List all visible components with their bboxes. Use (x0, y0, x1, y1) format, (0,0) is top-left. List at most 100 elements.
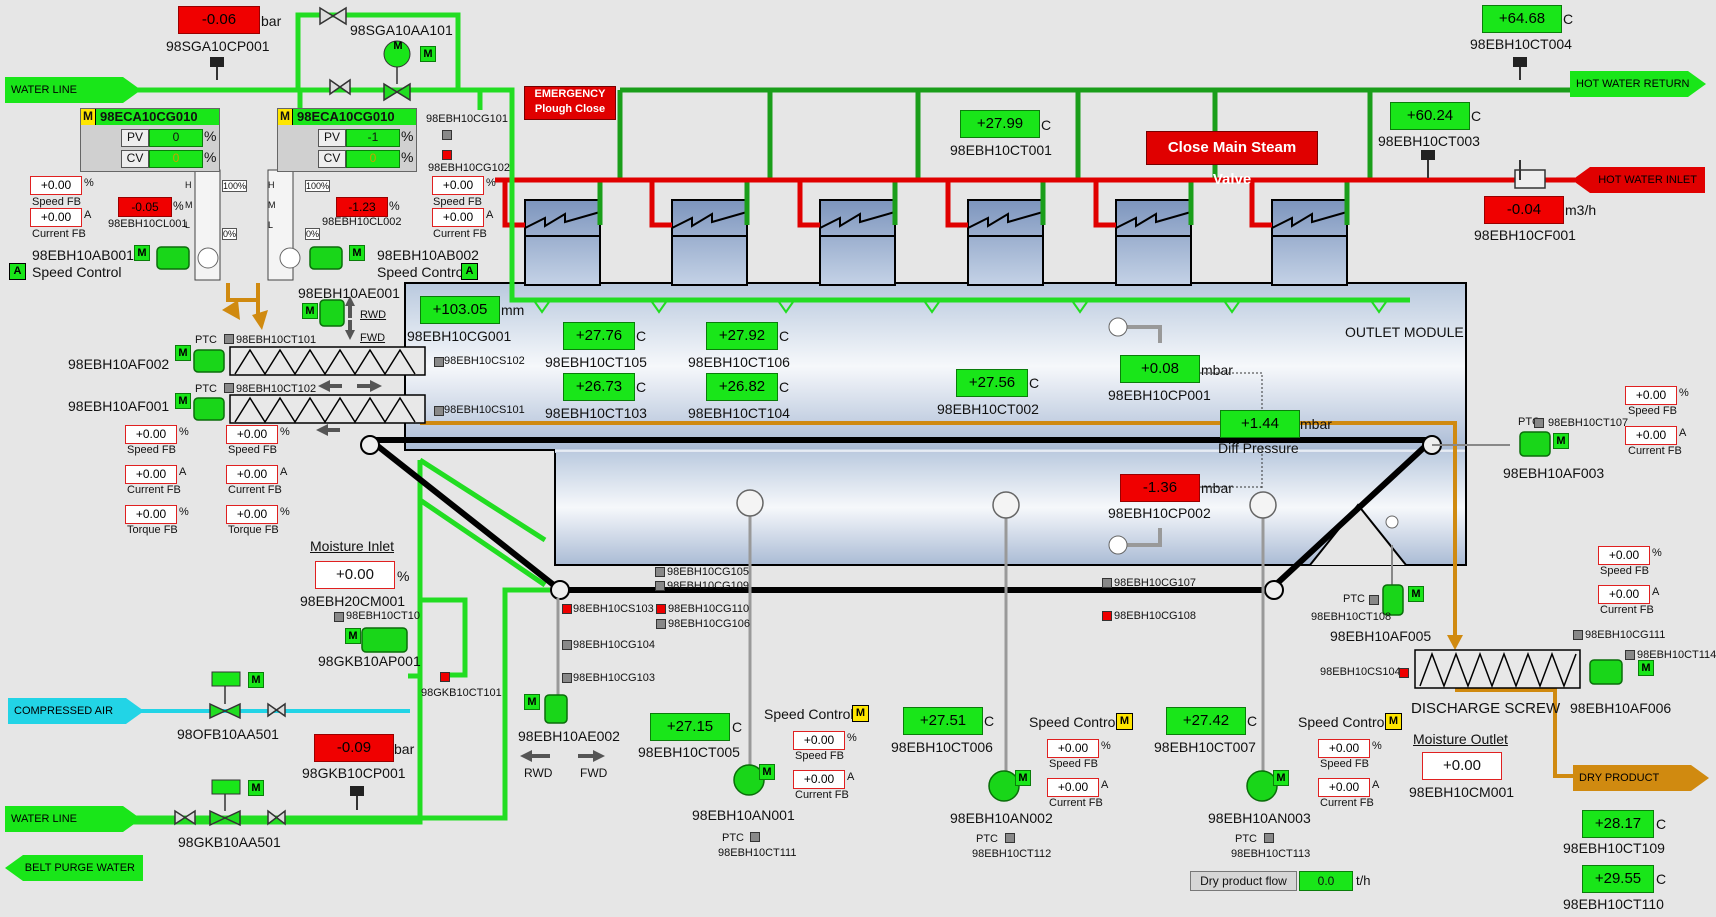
an003-speed-fb-value[interactable]: +0.00 (1318, 739, 1370, 758)
cg010-right-mode[interactable]: M (278, 109, 293, 125)
af003-current-fb-value[interactable]: +0.00 (1625, 426, 1677, 445)
ct001-value[interactable]: +27.99 (960, 110, 1040, 138)
close-main-steam-valve-button[interactable]: Close Main Steam Valve (1146, 131, 1318, 188)
an002-speed-fb-value[interactable]: +0.00 (1047, 739, 1099, 758)
moisture-inlet-value[interactable]: +0.00 (315, 561, 395, 589)
ae001-fwd-label[interactable]: FWD (360, 332, 386, 344)
ab001-current-fb-value[interactable]: +0.00 (30, 208, 82, 227)
ct001-tag: 98EBH10CT001 (950, 142, 1052, 158)
ct111-ptc-label: PTC (722, 832, 744, 844)
an003-current-fb-value[interactable]: +0.00 (1318, 778, 1370, 797)
ab002-auto-badge[interactable]: A (461, 263, 478, 280)
ct110-value[interactable]: +29.55 (1582, 865, 1654, 893)
af001-speed-fb-value[interactable]: +0.00 (226, 425, 278, 444)
diff-pressure-value[interactable]: +1.44 (1220, 410, 1300, 438)
af002-torque-fb-value[interactable]: +0.00 (125, 505, 177, 524)
cg010-right-controller[interactable]: M 98ECA10CG010 PV -1 % CV 0 % (277, 108, 417, 172)
ab001-mode-badge[interactable]: M (134, 245, 150, 261)
hot-water-return-tag[interactable]: HOT WATER RETURN (1570, 71, 1706, 97)
an001-motor-badge[interactable]: M (759, 764, 775, 780)
an001-mode-badge[interactable]: M (852, 705, 869, 722)
gkb-aa501-mode-badge[interactable]: M (248, 780, 264, 796)
dry-product-flow-value[interactable]: 0.0 (1299, 871, 1353, 891)
cg010-left-mode[interactable]: M (81, 109, 96, 125)
af005-mode-badge[interactable]: M (1408, 586, 1424, 602)
ct103-value[interactable]: +26.73 (563, 373, 635, 401)
af002-mode-badge[interactable]: M (175, 345, 191, 361)
ae002-fwd-label[interactable]: FWD (580, 766, 608, 780)
screw-direction-arrows (316, 296, 605, 762)
af005-current-fb-value[interactable]: +0.00 (1598, 585, 1650, 604)
cg001-value[interactable]: +103.05 (420, 296, 500, 324)
cl001-value[interactable]: -0.05 (118, 197, 172, 217)
af002-current-fb-label: Current FB (127, 484, 181, 496)
ab002-current-fb-value[interactable]: +0.00 (432, 208, 484, 227)
cf001-value[interactable]: -0.04 (1484, 196, 1564, 224)
feed-screws (229, 346, 1581, 689)
ct104-value[interactable]: +26.82 (706, 373, 778, 401)
ofb-aa501-mode-badge[interactable]: M (248, 672, 264, 688)
compressed-air-tag[interactable]: COMPRESSED AIR (8, 698, 144, 724)
ct006-value[interactable]: +27.51 (903, 707, 983, 735)
gkb-ap001-mode-badge[interactable]: M (345, 628, 361, 644)
af002-current-fb-value[interactable]: +0.00 (125, 465, 177, 484)
an001-speed-fb-value[interactable]: +0.00 (793, 731, 845, 750)
dry-product-flow-unit: t/h (1356, 873, 1371, 888)
cp002-value[interactable]: -1.36 (1120, 474, 1200, 502)
af002-speed-fb-value[interactable]: +0.00 (125, 425, 177, 444)
an003-mode-badge[interactable]: M (1385, 713, 1402, 730)
cg010-right-cv-value[interactable]: 0 (346, 150, 400, 168)
moisture-outlet-value[interactable]: +0.00 (1422, 752, 1502, 780)
ct002-value[interactable]: +27.56 (956, 369, 1028, 397)
af006-mode-badge[interactable]: M (1638, 660, 1654, 676)
gkb-cp001-value[interactable]: -0.09 (314, 734, 394, 762)
ct106-value[interactable]: +27.92 (706, 322, 778, 350)
an001-speed-control-label: Speed Control (764, 706, 854, 722)
ct113-indicator (1264, 833, 1274, 843)
emergency-plough-close-button[interactable]: EMERGENCY Plough Close (524, 86, 616, 120)
cg010-left-cv-value[interactable]: 0 (149, 150, 203, 168)
an002-current-fb-value[interactable]: +0.00 (1047, 778, 1099, 797)
an002-motor-badge[interactable]: M (1015, 770, 1031, 786)
ab001-auto-badge[interactable]: A (9, 263, 26, 280)
water-line-2-tag[interactable]: WATER LINE (5, 806, 141, 832)
ae001-mode-badge[interactable]: M (302, 303, 318, 319)
cp001-value[interactable]: +0.08 (1120, 355, 1200, 383)
an002-mode-badge[interactable]: M (1116, 713, 1133, 730)
hot-water-inlet-piping (495, 177, 1575, 228)
ab002-speed-fb-value[interactable]: +0.00 (432, 176, 484, 195)
af006-tag: 98EBH10AF006 (1570, 700, 1672, 716)
sga-aa101-mode-badge[interactable]: M (420, 46, 436, 62)
cg010-right-pv-label: PV (318, 129, 346, 147)
af001-current-fb-value[interactable]: +0.00 (226, 465, 278, 484)
ct109-value[interactable]: +28.17 (1582, 810, 1654, 838)
dry-product-tag[interactable]: DRY PRODUCT (1573, 765, 1709, 791)
af003-speed-fb-value[interactable]: +0.00 (1625, 386, 1677, 405)
cg010-left-pv-value[interactable]: 0 (149, 129, 203, 147)
water-line-tag[interactable]: WATER LINE (5, 77, 141, 103)
ct004-value[interactable]: +64.68 (1482, 5, 1562, 33)
ct007-value[interactable]: +27.42 (1166, 707, 1246, 735)
ae001-rwd-label[interactable]: RWD (360, 309, 387, 321)
af003-mode-badge[interactable]: M (1553, 433, 1569, 449)
an001-current-fb-value[interactable]: +0.00 (793, 770, 845, 789)
hot-water-inlet-tag[interactable]: HOT WATER INLET (1572, 167, 1705, 193)
an003-speed-unit: % (1372, 740, 1382, 752)
cg101-tag: 98EBH10CG101 (426, 113, 508, 125)
cg010-left-controller[interactable]: M 98ECA10CG010 PV 0 % CV 0 % (80, 108, 220, 172)
ct003-value[interactable]: +60.24 (1390, 102, 1470, 130)
ae002-rwd-label[interactable]: RWD (524, 766, 553, 780)
an003-motor-badge[interactable]: M (1273, 770, 1289, 786)
belt-purge-water-tag[interactable]: BELT PURGE WATER (5, 855, 143, 881)
ab001-speed-fb-value[interactable]: +0.00 (30, 176, 82, 195)
cg010-right-pv-value[interactable]: -1 (346, 129, 400, 147)
cl002-value[interactable]: -1.23 (336, 197, 388, 217)
ct105-value[interactable]: +27.76 (563, 322, 635, 350)
ct005-value[interactable]: +27.15 (650, 713, 730, 741)
sga-cp001-value[interactable]: -0.06 (178, 6, 260, 34)
ae002-mode-badge[interactable]: M (524, 694, 540, 710)
af005-speed-fb-value[interactable]: +0.00 (1598, 546, 1650, 565)
af001-mode-badge[interactable]: M (175, 393, 191, 409)
af001-torque-fb-value[interactable]: +0.00 (226, 505, 278, 524)
ab002-mode-badge[interactable]: M (349, 245, 365, 261)
